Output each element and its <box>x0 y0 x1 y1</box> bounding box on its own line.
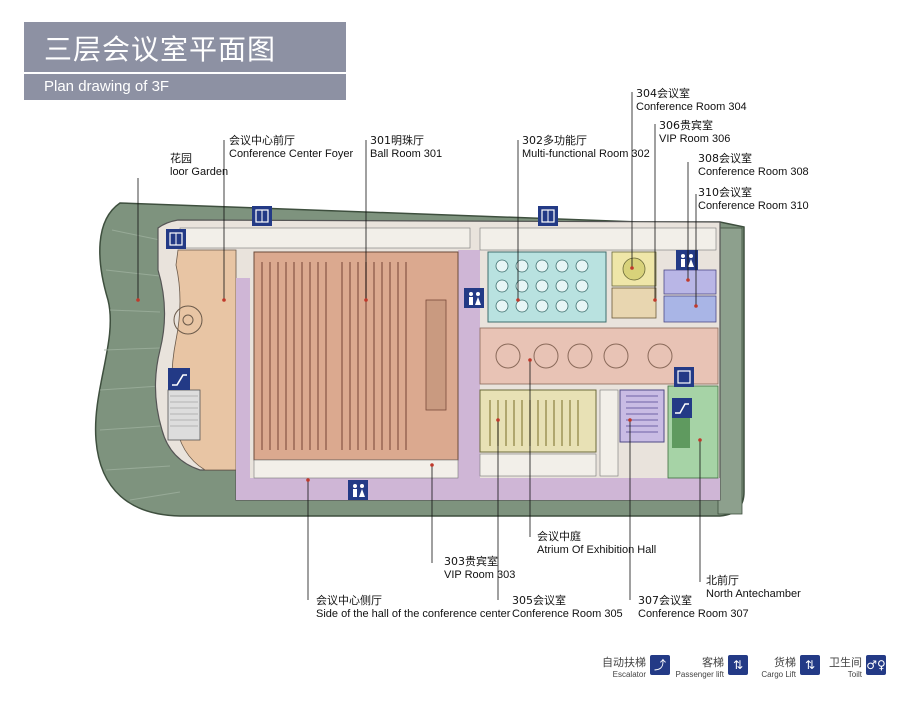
page-subtitle: Plan drawing of 3F <box>44 78 170 95</box>
leader-lines <box>137 92 701 600</box>
ballroom-stage <box>425 299 447 411</box>
service-rooms-east <box>599 389 619 477</box>
title-banner: 三层会议室平面图 Plan drawing of 3F <box>24 22 346 100</box>
plan-icon-cargo-lift-1 <box>252 206 272 226</box>
east-terrace <box>717 227 743 515</box>
service-rooms-305 <box>479 453 597 477</box>
plan-icon-toilet-3 <box>676 250 698 270</box>
foyer-stairs <box>167 389 201 441</box>
escalator-icon: ⤴ <box>650 655 670 675</box>
service-rooms-northeast <box>479 227 717 251</box>
plan-icon-escalator-2 <box>672 398 692 418</box>
plan-icon-toilet-1 <box>464 288 484 308</box>
service-rooms-north <box>179 227 471 249</box>
leader-dots <box>136 266 702 482</box>
toilet-icon: ♂♀ <box>866 655 886 675</box>
plan-icon-passenger-lift-1 <box>166 229 186 249</box>
plan-icon-escalator-1 <box>168 368 190 390</box>
room-306 <box>611 287 657 319</box>
page-title: 三层会议室平面图 <box>44 33 277 66</box>
plan-icon-passenger-lift-2 <box>674 367 694 387</box>
atrium-seating <box>495 343 673 369</box>
room-307 <box>619 389 665 443</box>
terrace-paving <box>99 229 181 501</box>
cargo-lift-icon: ⇅ <box>800 655 820 675</box>
corridor-side <box>236 278 250 478</box>
plan-icon-toilet-2 <box>348 480 368 500</box>
service-rooms-south <box>253 459 459 479</box>
room-310 <box>663 295 717 323</box>
room-302-tables <box>495 259 589 313</box>
ballroom-seating <box>261 262 407 450</box>
corridor-central <box>458 250 480 478</box>
plan-icon-cargo-lift-2 <box>538 206 558 226</box>
passenger-lift-icon: ⇅ <box>728 655 748 675</box>
foyer-fountain <box>173 305 203 335</box>
title-divider <box>24 72 346 74</box>
room-308 <box>663 269 717 295</box>
room-307-seating <box>626 395 658 433</box>
